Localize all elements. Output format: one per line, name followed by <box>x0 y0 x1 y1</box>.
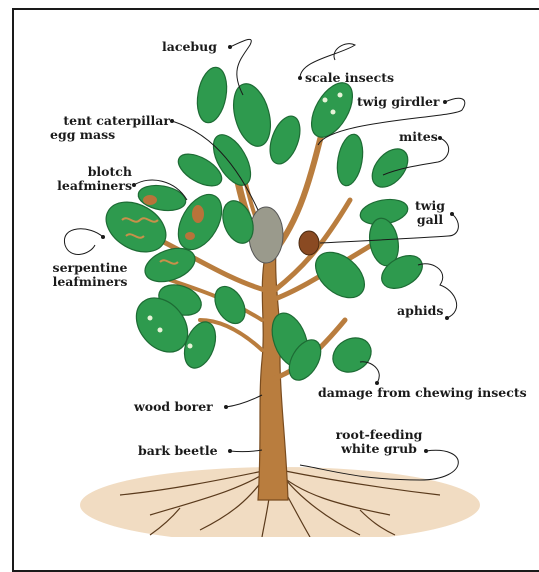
label-scale-insects: scale insects <box>305 71 394 85</box>
label-aphids: aphids <box>397 304 443 318</box>
label-tent-caterpillar: tent caterpillar egg mass <box>50 114 170 142</box>
gall-icon <box>299 231 319 255</box>
label-twig-gall: twig gall <box>408 199 452 227</box>
label-blotch-leafminers: blotch leafminers <box>40 165 132 193</box>
label-serpentine-leafminers: serpentine leafminers <box>40 261 140 289</box>
label-bark-beetle: bark beetle <box>138 444 218 458</box>
label-white-grub-line1: root-feeding <box>328 428 430 442</box>
label-white-grub: root-feeding white grub <box>328 428 430 456</box>
label-twig-gall-line2: gall <box>408 213 452 227</box>
label-tent-caterpillar-line1: tent caterpillar <box>50 114 170 128</box>
label-wood-borer: wood borer <box>134 400 213 414</box>
label-serpentine-line2: leafminers <box>40 275 140 289</box>
label-twig-gall-line1: twig <box>408 199 452 213</box>
egg-mass-icon <box>249 207 283 263</box>
label-blotch-line1: blotch <box>40 165 132 179</box>
label-white-grub-line2: white grub <box>328 442 430 456</box>
label-twig-girdler: twig girdler <box>357 95 439 109</box>
label-blotch-line2: leafminers <box>40 179 132 193</box>
label-serpentine-line1: serpentine <box>40 261 140 275</box>
label-tent-caterpillar-line2: egg mass <box>50 128 170 142</box>
label-mites: mites <box>399 130 438 144</box>
label-chewing-damage: damage from chewing insects <box>318 386 527 400</box>
label-lacebug: lacebug <box>162 40 217 54</box>
